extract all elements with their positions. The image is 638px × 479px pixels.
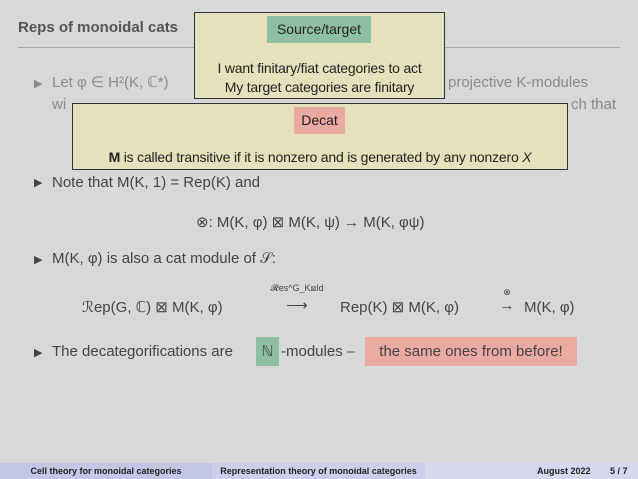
formula-tensor: ⊗: M(K, φ) ⊠ M(K, ψ) → M(K, φψ) — [196, 214, 425, 231]
footer-right: August 2022 5 / 7 — [425, 463, 638, 479]
popup-decat: Decat M is called transitive if it is no… — [72, 103, 568, 170]
formula2-right: M(K, φ) — [524, 299, 575, 316]
bullet2-text: Note that M(K, 1) = Rep(K) and — [52, 174, 261, 191]
arrow-icon: → — [499, 297, 515, 314]
module-symbol: M — [108, 149, 121, 165]
bullet4-mid: -modules – — [281, 343, 356, 360]
decat-text: is called transitive if it is nonzero an… — [120, 149, 523, 165]
bullet-icon: ▶ — [34, 347, 43, 359]
bullet3-text: M(K, φ) is also a cat module of 𝒮: — [52, 250, 276, 267]
popup-source-target: Source/target I want finitary/fiat categ… — [194, 12, 445, 99]
bullet4-start: The decategorifications are — [52, 343, 233, 360]
bullet-icon: ▶ — [34, 254, 43, 266]
footer-page: 5 / 7 — [610, 466, 628, 476]
highlight-naturals: ℕ — [256, 337, 279, 366]
popup-label-source-target: Source/target — [267, 16, 371, 43]
slide-title: Reps of monoidal cats — [18, 19, 179, 36]
bullet1-start: Let φ ∈ H²(K, ℂ*) — [52, 74, 169, 91]
object-symbol: X — [522, 149, 532, 165]
formula2-middle: Rep(K) ⊠ M(K, φ) — [340, 299, 459, 316]
arrow-label-res: 𝓡es^G_K⊠Id — [270, 283, 324, 293]
footer-date: August 2022 — [537, 466, 591, 476]
footer-section: Representation theory of monoidal catego… — [212, 463, 425, 479]
formula2-left: ℛep(G, ℂ) ⊠ M(K, φ) — [82, 299, 223, 316]
footer-author-title: Cell theory for monoidal categories — [0, 463, 212, 479]
bullet1-line2-start: wi — [52, 96, 67, 113]
popup-decat-text: M is called transitive if it is nonzero … — [73, 149, 567, 166]
bullet-icon: ▶ — [34, 78, 43, 90]
arrow-label-tensor: ⊗ — [503, 287, 511, 297]
bullet1-end: projective K-modules — [448, 74, 589, 91]
popup-line: My target categories are finitary — [224, 79, 415, 95]
highlight-same-ones: the same ones from before! — [365, 337, 577, 366]
bullet-icon: ▶ — [34, 177, 43, 189]
bullet1-line2-end: ch that — [571, 96, 617, 113]
popup-label-decat: Decat — [294, 107, 345, 134]
long-arrow-icon: ⟶ — [286, 297, 308, 314]
popup-line: I want finitary/fiat categories to act — [217, 60, 422, 76]
